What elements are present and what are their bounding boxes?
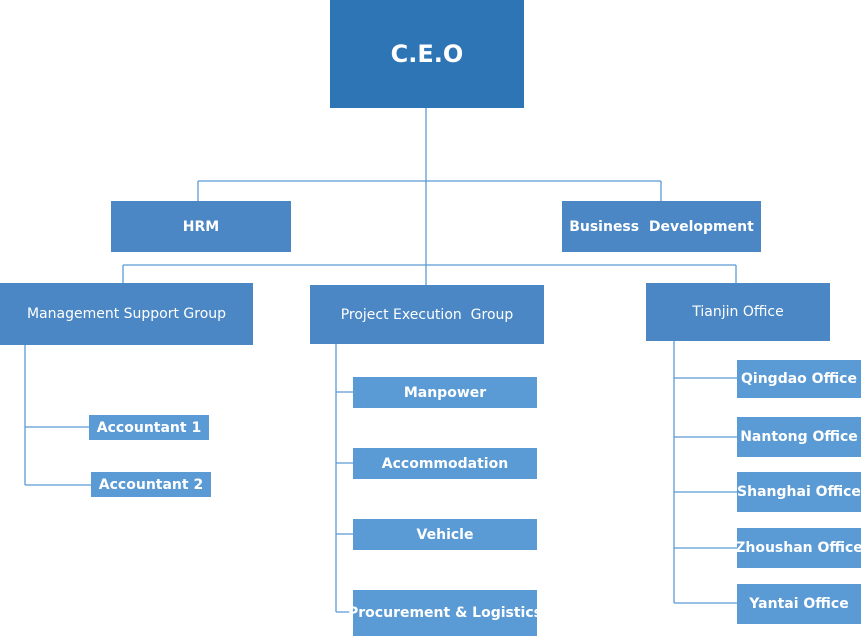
hrm-label: HRM xyxy=(182,218,220,235)
yantai-office-box[interactable]: Yantai Office xyxy=(737,584,861,624)
accommodation-box[interactable]: Accommodation xyxy=(353,448,537,479)
accountant-2-box[interactable]: Accountant 2 xyxy=(91,472,211,497)
management-support-group-box[interactable]: Management Support Group xyxy=(0,283,253,345)
project-execution-group-label: Project Execution Group xyxy=(340,306,514,323)
accommodation-label: Accommodation xyxy=(381,455,509,472)
qingdao-office-box[interactable]: Qingdao Office xyxy=(737,360,861,398)
project-execution-group-box[interactable]: Project Execution Group xyxy=(310,285,544,344)
tianjin-office-label: Tianjin Office xyxy=(692,304,784,320)
vehicle-label: Vehicle xyxy=(416,526,474,543)
ceo-label: C.E.O xyxy=(390,40,464,68)
accountant-1-box[interactable]: Accountant 1 xyxy=(89,415,209,440)
business-development-box[interactable]: Business Development xyxy=(562,201,761,252)
business-development-label: Business Development xyxy=(569,218,754,235)
zhoushan-office-box[interactable]: Zhoushan Office xyxy=(735,528,862,568)
ceo-box[interactable]: C.E.O xyxy=(330,0,524,108)
accountant-1-label: Accountant 1 xyxy=(96,419,202,436)
management-support-group-label: Management Support Group xyxy=(26,306,227,322)
hrm-box[interactable]: HRM xyxy=(111,201,291,252)
procurement-logistics-label: Procurement & Logistics xyxy=(348,605,542,621)
tianjin-office-box[interactable]: Tianjin Office xyxy=(646,283,830,341)
qingdao-office-label: Qingdao Office xyxy=(741,371,857,387)
manpower-box[interactable]: Manpower xyxy=(353,377,537,408)
manpower-label: Manpower xyxy=(403,384,487,401)
vehicle-box[interactable]: Vehicle xyxy=(353,519,537,550)
nantong-office-label: Nantong Office xyxy=(740,429,858,445)
procurement-logistics-box[interactable]: Procurement & Logistics xyxy=(348,590,542,636)
accountant-2-label: Accountant 2 xyxy=(98,476,204,493)
shanghai-office-box[interactable]: Shanghai Office xyxy=(737,472,861,512)
nantong-office-box[interactable]: Nantong Office xyxy=(737,417,861,457)
zhoushan-office-label: Zhoushan Office xyxy=(735,540,862,556)
yantai-office-label: Yantai Office xyxy=(749,596,849,612)
shanghai-office-label: Shanghai Office xyxy=(737,484,861,500)
